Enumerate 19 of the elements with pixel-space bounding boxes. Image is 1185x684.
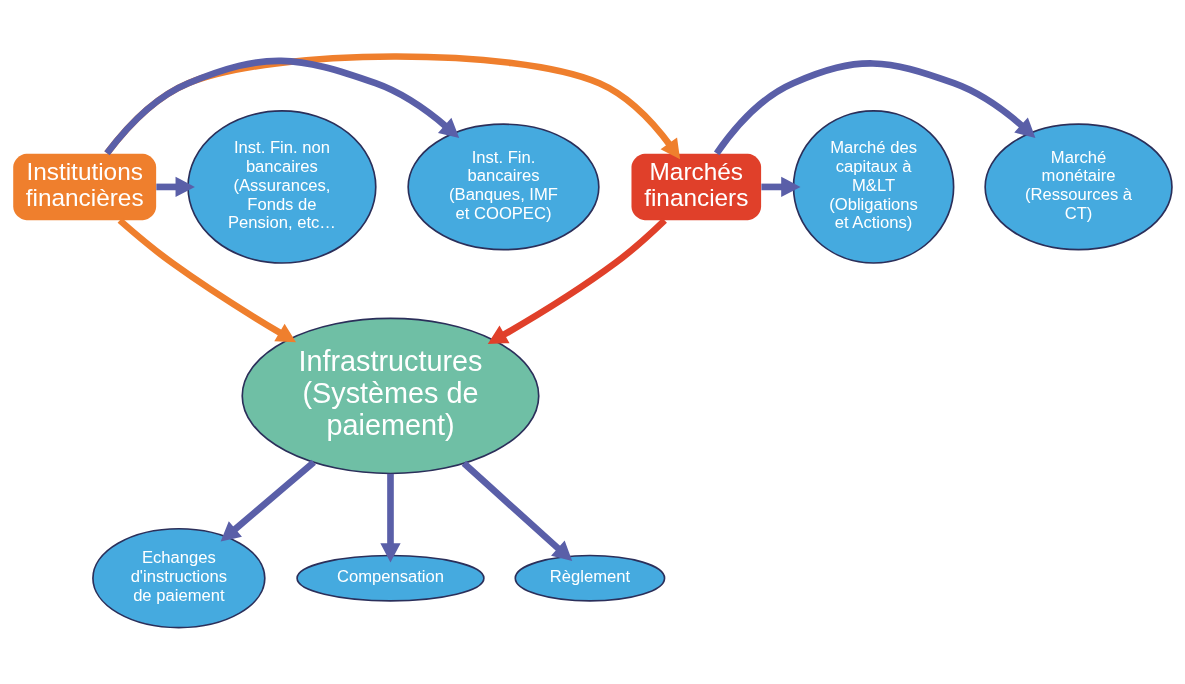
arrow (104, 57, 460, 156)
arrow (713, 60, 1036, 156)
node-circle: Marché des capitaux à M&LT (Obligations et Actions) (792, 110, 955, 264)
node-ellipse: Inst. Fin. bancaires (Banques, IMF et COOPEC) (407, 123, 600, 251)
node-box: Marchés financiers (631, 153, 762, 221)
arrow (487, 217, 667, 344)
node-ellipse: Echanges d'instructions de paiement (92, 527, 266, 629)
arrow (220, 459, 316, 542)
node-ellipse: Marché monétaire (Ressources à CT) (984, 123, 1173, 251)
node-ellipse: Inst. Fin. non bancaires (Assurances, Fonds de Pension, etc… (187, 110, 377, 264)
arrow (156, 176, 195, 198)
node-ellipse: Infrastructures (Systèmes de paiement) (241, 317, 540, 475)
node-ellipse: Règlement (514, 554, 666, 602)
node-box: Institutions financières (13, 153, 157, 221)
arrow (761, 176, 801, 198)
arrow (380, 473, 401, 563)
arrow (117, 217, 297, 343)
node-ellipse: Compensation (296, 554, 485, 602)
arrow (461, 460, 573, 562)
